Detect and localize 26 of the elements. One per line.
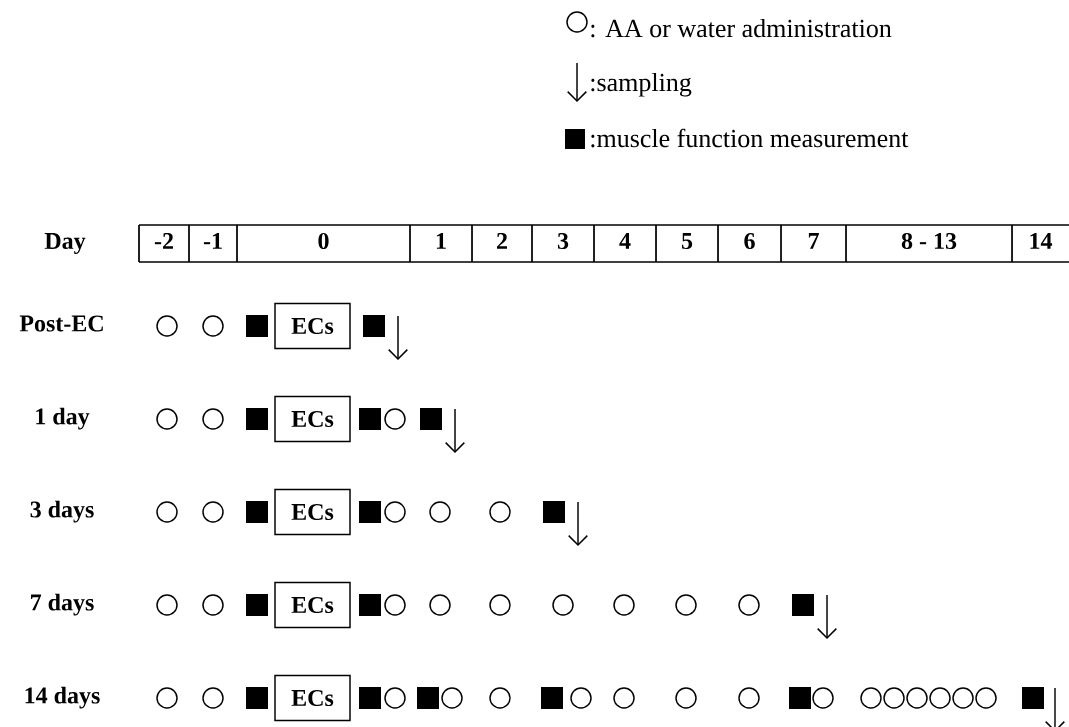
ecs-box: ECs [274,581,351,629]
day-number: 7 [808,233,819,249]
row-label: 14 days [25,686,100,709]
row-label: 7 days [31,593,94,616]
row-label: 1 day [36,407,90,430]
day-number: -2 [154,232,173,249]
row-label: Post-EC [19,315,103,332]
day-number: 3 [557,232,569,250]
day-number: 4 [619,233,631,249]
day-number: 2 [497,232,507,249]
ecs-box: ECs [274,488,351,536]
ecs-box: ECs [274,395,351,443]
header-label: Day [44,233,86,254]
legend-item: : AA or water administration [566,11,892,38]
day-number: -1 [203,233,222,249]
day-number: 8 - 13 [901,232,957,250]
legend-item: :sampling [566,62,692,102]
day-number: 1 [436,233,446,249]
day-number: 6 [744,232,755,250]
day-number: 5 [681,233,693,250]
row-label: 3 days [30,500,94,523]
day-number: 0 [318,232,329,250]
legend-item: :muscle function measurement [565,128,909,149]
ecs-box: ECs [274,674,351,722]
ecs-box: ECs [274,302,351,350]
day-number: 14 [1030,233,1053,249]
